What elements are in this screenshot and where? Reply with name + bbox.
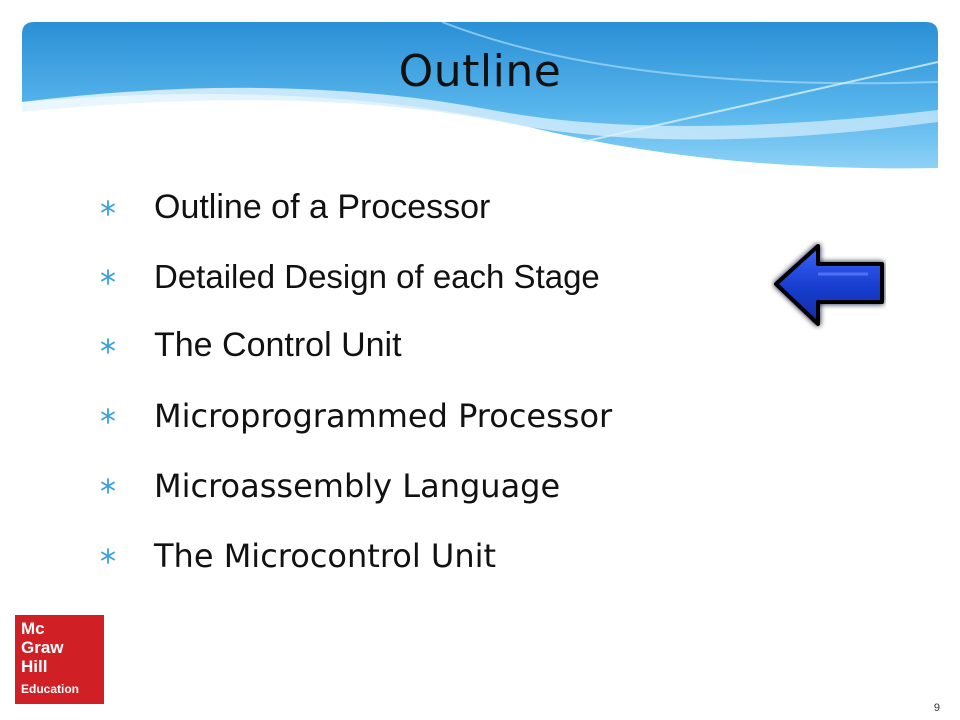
bullet-item: Outline of a Processor: [100, 188, 490, 227]
asterisk-bullet-icon: [101, 337, 115, 354]
bullet-text: Outline of a Processor: [154, 188, 491, 226]
bullet-text: Microassembly Language: [154, 467, 561, 505]
bullet-text: Microprogrammed Processor: [154, 397, 613, 435]
asterisk-bullet-icon: [101, 408, 115, 424]
asterisk-bullet-icon: [101, 548, 115, 564]
logo-text: Graw: [21, 638, 64, 657]
bullet-item: The Microcontrol Unit: [100, 537, 496, 575]
asterisk-bullet-icon: [101, 199, 115, 216]
bullet-item: Microprogrammed Processor: [100, 397, 612, 435]
bullet-text: The Control Unit: [154, 326, 402, 364]
logo-text: Hill: [21, 657, 48, 676]
bullet-item: Detailed Design of each Stage: [100, 258, 600, 296]
slide-title: Outline: [398, 46, 562, 97]
header-wave-banner: [22, 22, 938, 170]
logo-text: Education: [21, 682, 80, 696]
bullet-text: Detailed Design of each Stage: [154, 258, 600, 295]
asterisk-bullet-icon: [101, 269, 115, 285]
page-number: 9: [933, 702, 940, 714]
left-arrow-icon: [774, 244, 884, 326]
bullet-text: The Microcontrol Unit: [154, 537, 497, 575]
mcgraw-hill-logo: Mc Graw Hill Education: [15, 615, 104, 704]
bullet-item: The Control Unit: [100, 326, 402, 365]
asterisk-bullet-icon: [101, 478, 115, 494]
bullet-item: Microassembly Language: [100, 467, 560, 505]
logo-text: Mc: [21, 619, 45, 638]
